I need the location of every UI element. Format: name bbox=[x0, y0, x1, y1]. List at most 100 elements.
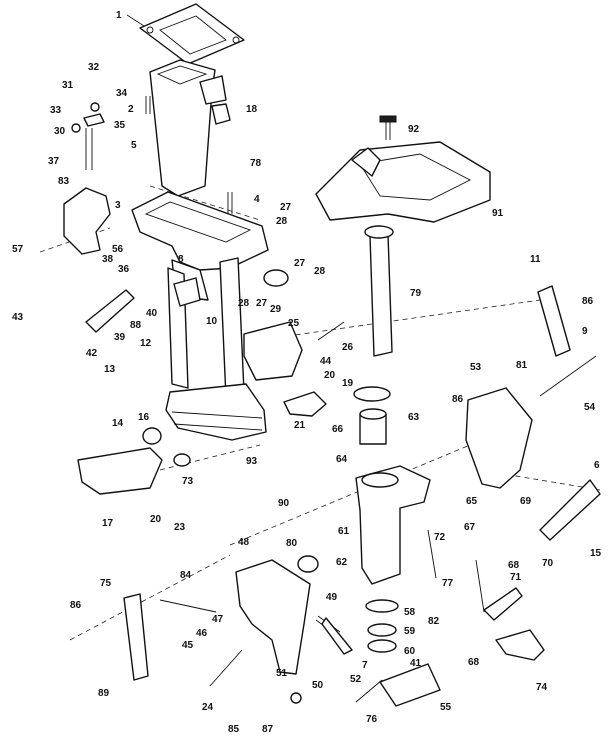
callout-40: 40 bbox=[146, 308, 158, 319]
callout-75: 75 bbox=[100, 578, 112, 589]
callout-37: 37 bbox=[48, 156, 60, 167]
part-74-latch bbox=[495, 629, 545, 661]
callout-7: 7 bbox=[362, 660, 368, 671]
callout-27b: 27 bbox=[294, 258, 306, 269]
callout-47: 47 bbox=[212, 614, 224, 625]
callout-56: 56 bbox=[112, 244, 124, 255]
part-25-cover bbox=[243, 321, 303, 381]
callout-68b: 68 bbox=[468, 657, 480, 668]
callout-90: 90 bbox=[278, 498, 290, 509]
callout-19: 19 bbox=[342, 378, 354, 389]
part-17-cover bbox=[77, 447, 163, 495]
callout-9: 9 bbox=[582, 326, 588, 337]
callout-43: 43 bbox=[12, 312, 24, 323]
callout-77: 77 bbox=[442, 578, 454, 589]
callout-83: 83 bbox=[58, 176, 70, 187]
part-3-driveshaft-housing bbox=[131, 191, 269, 399]
part-18-fitting bbox=[211, 103, 231, 125]
callout-86a: 86 bbox=[582, 296, 594, 307]
rods bbox=[159, 321, 597, 703]
part-9-link bbox=[537, 285, 571, 357]
callout-54: 54 bbox=[584, 402, 596, 413]
callout-20a: 20 bbox=[324, 370, 336, 381]
callout-6: 6 bbox=[594, 460, 600, 471]
callout-66: 66 bbox=[332, 424, 344, 435]
part-91-swivel-bracket bbox=[315, 141, 491, 223]
callout-80: 80 bbox=[286, 538, 298, 549]
callout-26: 26 bbox=[342, 342, 354, 353]
callout-32: 32 bbox=[88, 62, 100, 73]
callout-3: 3 bbox=[115, 200, 121, 211]
callout-78: 78 bbox=[250, 158, 262, 169]
callout-68a: 68 bbox=[508, 560, 520, 571]
callout-28a: 28 bbox=[276, 216, 288, 227]
callout-39: 39 bbox=[114, 332, 126, 343]
callout-46: 46 bbox=[196, 628, 208, 639]
callout-31: 31 bbox=[62, 80, 74, 91]
part-39-lever bbox=[85, 289, 135, 333]
rings-58-59-60 bbox=[365, 599, 399, 653]
callout-35: 35 bbox=[114, 120, 126, 131]
part-89-link bbox=[123, 593, 149, 681]
callout-88: 88 bbox=[130, 320, 142, 331]
callout-60: 60 bbox=[404, 646, 416, 657]
callout-49: 49 bbox=[326, 592, 338, 603]
callout-71: 71 bbox=[510, 572, 522, 583]
callout-15: 15 bbox=[590, 548, 602, 559]
callout-14: 14 bbox=[112, 418, 124, 429]
callout-21: 21 bbox=[294, 420, 306, 431]
callout-81: 81 bbox=[516, 360, 528, 371]
callout-44: 44 bbox=[320, 356, 332, 367]
callout-89: 89 bbox=[98, 688, 110, 699]
callout-63: 63 bbox=[408, 412, 420, 423]
callout-57: 57 bbox=[12, 244, 24, 255]
small-hardware bbox=[71, 96, 397, 214]
callout-67: 67 bbox=[464, 522, 476, 533]
callout-8: 8 bbox=[178, 254, 184, 265]
callout-25: 25 bbox=[288, 318, 300, 329]
callout-70: 70 bbox=[542, 558, 554, 569]
callout-24: 24 bbox=[202, 702, 214, 713]
callout-62: 62 bbox=[336, 557, 348, 568]
part-93-plate bbox=[165, 383, 267, 441]
callout-86c: 86 bbox=[70, 600, 82, 611]
callout-4: 4 bbox=[254, 194, 260, 205]
part-29-spring bbox=[263, 269, 289, 287]
callout-17: 17 bbox=[102, 518, 114, 529]
callout-34: 34 bbox=[116, 88, 128, 99]
callout-58: 58 bbox=[404, 607, 416, 618]
part-66-bushing bbox=[353, 386, 391, 445]
callout-28c: 28 bbox=[238, 298, 250, 309]
callout-10: 10 bbox=[206, 316, 218, 327]
callout-16: 16 bbox=[138, 412, 150, 423]
part-6-plate bbox=[539, 479, 601, 541]
callout-53: 53 bbox=[470, 362, 482, 373]
callout-55: 55 bbox=[440, 702, 452, 713]
callout-labels: 1 2 3 4 5 6 7 8 9 10 11 12 13 14 15 16 1… bbox=[12, 10, 602, 735]
small-rounds bbox=[142, 427, 319, 704]
callout-36: 36 bbox=[118, 264, 130, 275]
part-71-latch bbox=[483, 587, 523, 621]
callout-12: 12 bbox=[140, 338, 152, 349]
callout-2: 2 bbox=[128, 104, 134, 115]
part-83-bracket bbox=[63, 187, 111, 255]
callout-93: 93 bbox=[246, 456, 258, 467]
part-61-swivel-housing bbox=[355, 465, 431, 585]
part-82-spring bbox=[427, 529, 437, 579]
callout-42: 42 bbox=[86, 348, 98, 359]
callout-72: 72 bbox=[434, 532, 446, 543]
callout-20b: 20 bbox=[150, 514, 162, 525]
callout-13: 13 bbox=[104, 364, 116, 375]
part-49-spring bbox=[315, 615, 353, 655]
callout-76: 76 bbox=[366, 714, 378, 725]
part-48-bracket bbox=[235, 559, 311, 675]
callout-64: 64 bbox=[336, 454, 348, 465]
callout-91: 91 bbox=[492, 208, 504, 219]
part-21-pad bbox=[283, 391, 327, 417]
callout-41: 41 bbox=[410, 658, 422, 669]
part-8-bracket bbox=[173, 277, 201, 307]
callout-82: 82 bbox=[428, 616, 440, 627]
callout-65: 65 bbox=[466, 496, 478, 507]
part-79-steering-tube bbox=[364, 225, 394, 357]
